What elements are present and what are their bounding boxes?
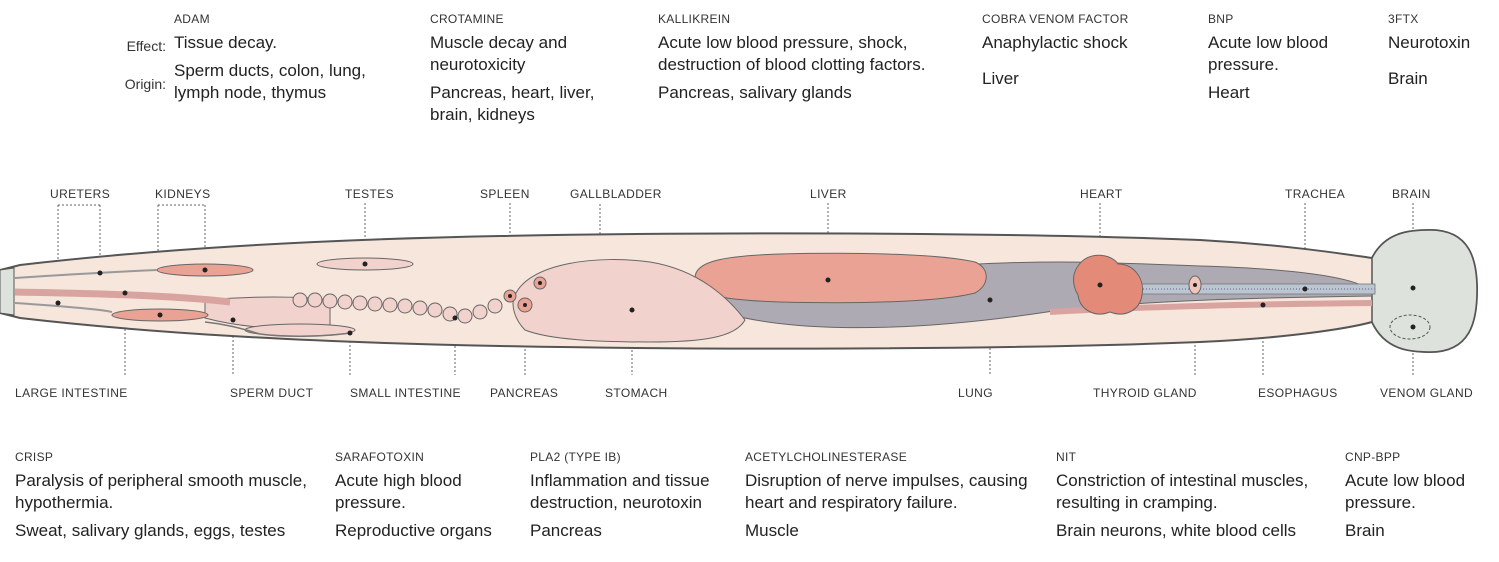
label-esophagus: ESOPHAGUS xyxy=(1258,386,1338,400)
toxin-name: NIT xyxy=(1056,450,1331,464)
toxin-name: CNP-BPP xyxy=(1345,450,1495,464)
toxin-name: SARAFOTOXIN xyxy=(335,450,515,464)
label-kidneys: KIDNEYS xyxy=(155,187,210,201)
label-thyroid-gland: THYROID GLAND xyxy=(1093,386,1197,400)
toxin-effect: Paralysis of peripheral smooth muscle, h… xyxy=(15,470,315,514)
label-testes: TESTES xyxy=(345,187,394,201)
toxin-sarafotoxin: SARAFOTOXIN Acute high blood pressure. R… xyxy=(335,450,515,542)
toxin-effect: Acute low blood pressure. xyxy=(1345,470,1495,514)
label-stomach: STOMACH xyxy=(605,386,668,400)
toxin-origin: Sweat, salivary glands, eggs, testes xyxy=(15,520,315,542)
label-gallbladder: GALLBLADDER xyxy=(570,187,662,201)
toxin-name: PLA2 (TYPE IB) xyxy=(530,450,735,464)
toxin-origin: Muscle xyxy=(745,520,1045,542)
label-brain: BRAIN xyxy=(1392,187,1431,201)
label-pancreas: PANCREAS xyxy=(490,386,558,400)
toxin-crisp: CRISP Paralysis of peripheral smooth mus… xyxy=(15,450,315,542)
head xyxy=(1372,230,1477,352)
label-small-intestine: SMALL INTESTINE xyxy=(350,386,461,400)
toxin-origin: Reproductive organs xyxy=(335,520,515,542)
toxin-cnp-bpp: CNP-BPP Acute low blood pressure. Brain xyxy=(1345,450,1495,542)
toxin-effect: Constriction of intestinal muscles, resu… xyxy=(1056,470,1331,514)
label-heart: HEART xyxy=(1080,187,1122,201)
toxin-name: CRISP xyxy=(15,450,315,464)
toxin-effect: Disruption of nerve impulses, causing he… xyxy=(745,470,1045,514)
toxin-acetylcholinesterase: ACETYLCHOLINESTERASE Disruption of nerve… xyxy=(745,450,1045,542)
label-sperm-duct: SPERM DUCT xyxy=(230,386,313,400)
tail-tip xyxy=(0,268,14,315)
toxin-pla2: PLA2 (TYPE IB) Inflammation and tissue d… xyxy=(530,450,735,542)
liver xyxy=(695,253,986,302)
label-venom-gland: VENOM GLAND xyxy=(1380,386,1473,400)
label-spleen: SPLEEN xyxy=(480,187,530,201)
toxin-origin: Pancreas xyxy=(530,520,735,542)
label-large-intestine: LARGE INTESTINE xyxy=(15,386,128,400)
label-ureters: URETERS xyxy=(50,187,110,201)
toxin-name: ACETYLCHOLINESTERASE xyxy=(745,450,1045,464)
toxin-effect: Inflammation and tissue destruction, neu… xyxy=(530,470,735,514)
toxin-effect: Acute high blood pressure. xyxy=(335,470,515,514)
toxin-origin: Brain xyxy=(1345,520,1495,542)
label-lung: LUNG xyxy=(958,386,993,400)
label-trachea: TRACHEA xyxy=(1285,187,1345,201)
toxin-origin: Brain neurons, white blood cells xyxy=(1056,520,1331,542)
label-liver: LIVER xyxy=(810,187,847,201)
toxin-nit: NIT Constriction of intestinal muscles, … xyxy=(1056,450,1331,542)
